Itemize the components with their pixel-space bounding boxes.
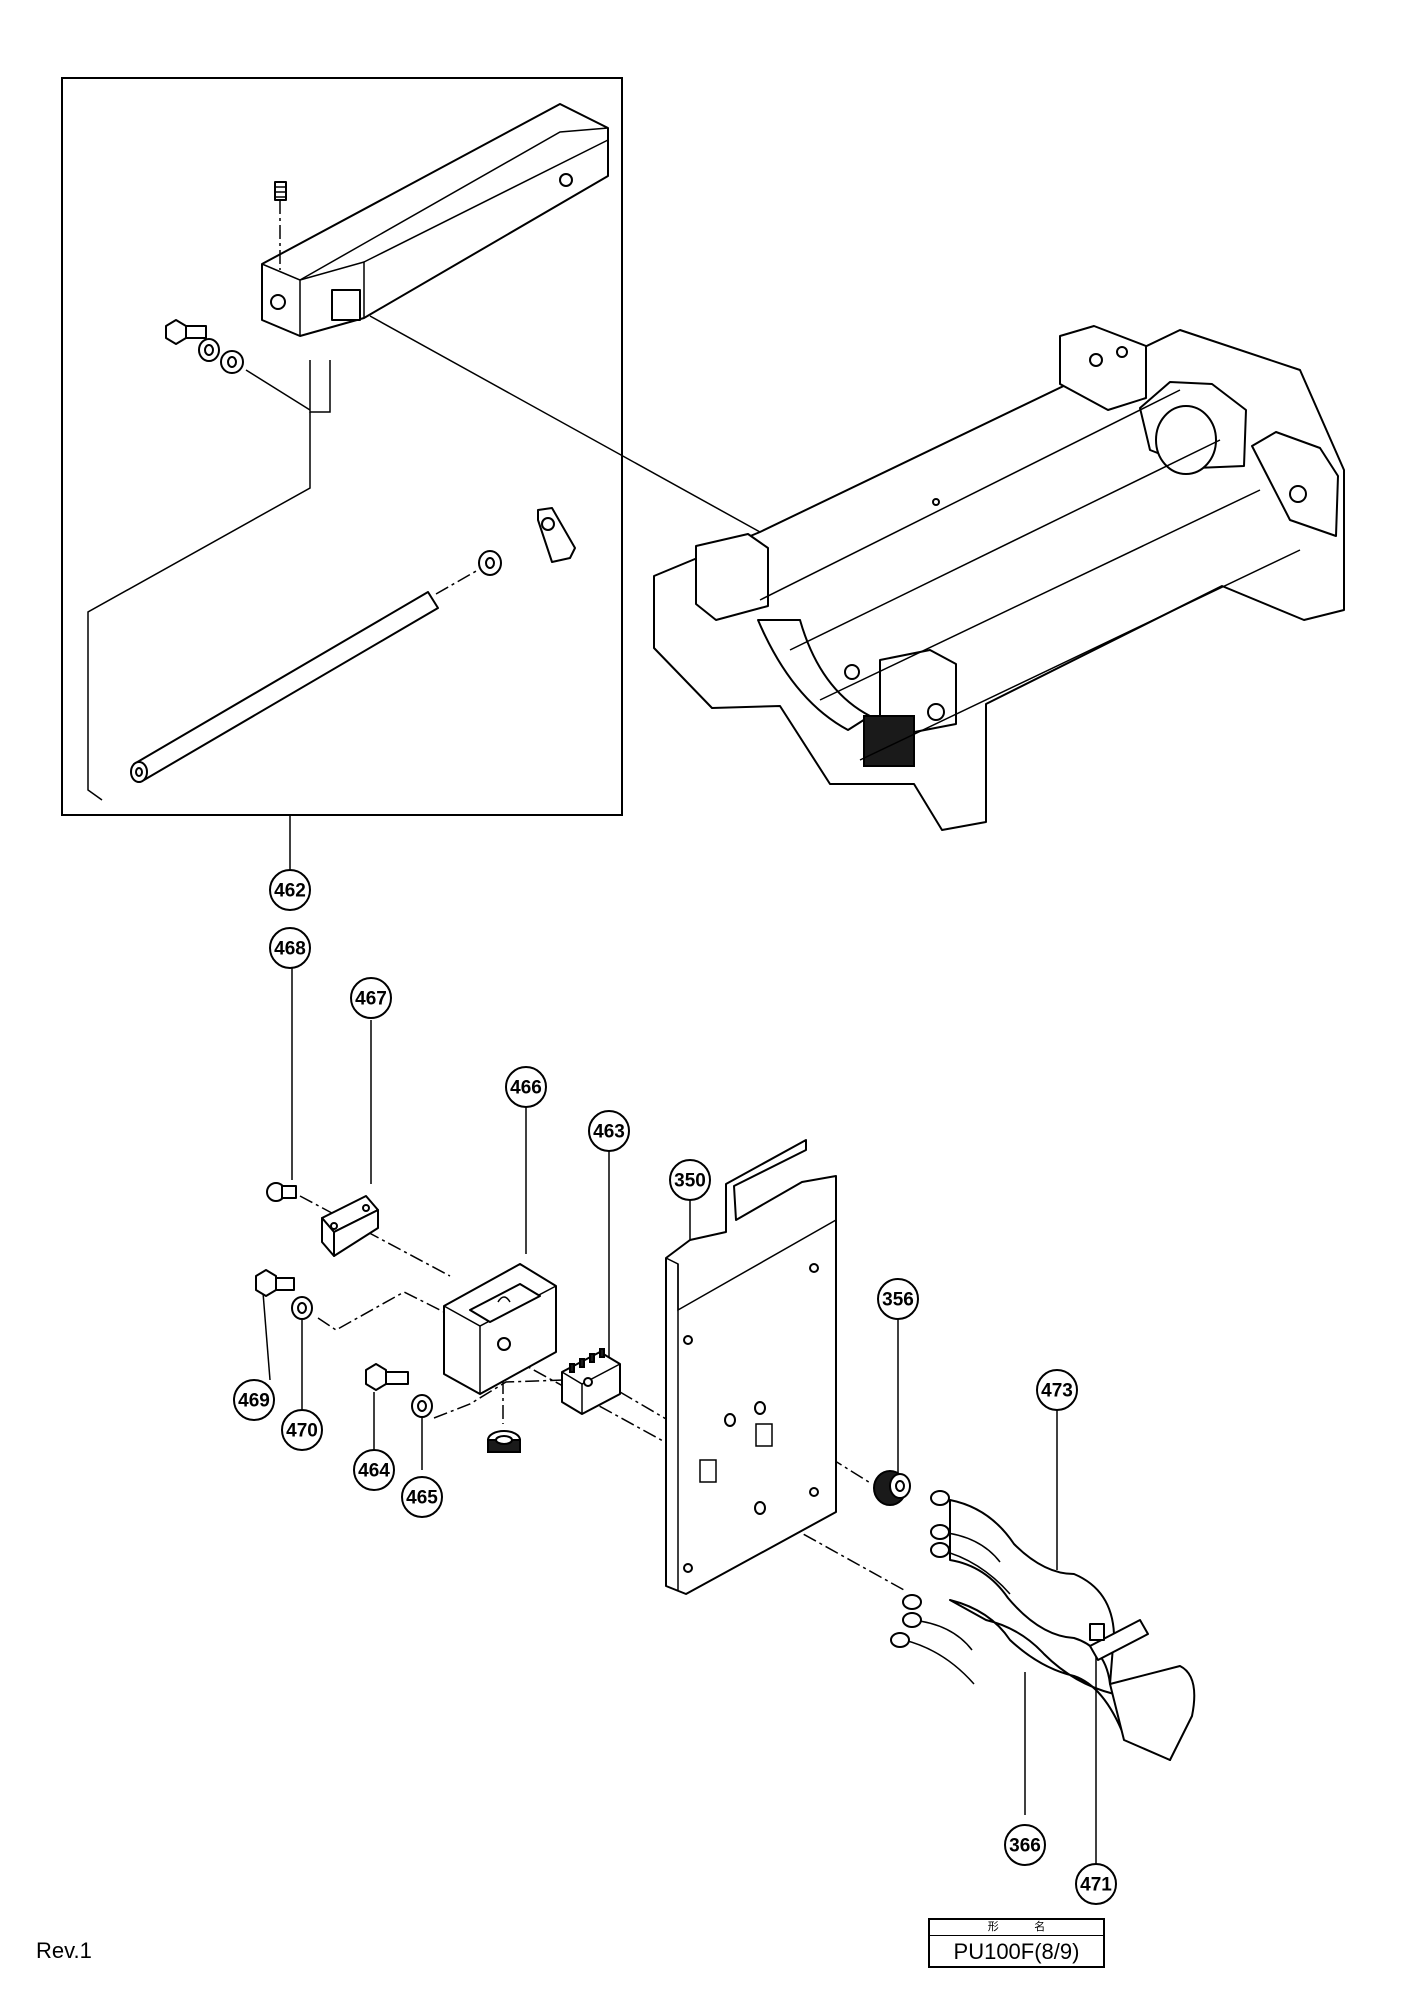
callout-356-number: 356 xyxy=(882,1290,914,1311)
set-screw xyxy=(274,181,287,270)
assembly-line-a xyxy=(299,1195,451,1277)
callout-464-number: 464 xyxy=(358,1461,390,1482)
callout-468: 468 xyxy=(269,927,311,969)
callout-463-number: 463 xyxy=(593,1122,625,1143)
callout-466: 466 xyxy=(505,1066,547,1108)
callout-469: 469 xyxy=(233,1379,275,1421)
model-name: PU100F(8/9) xyxy=(953,1939,1080,1964)
callout-462-circle xyxy=(269,869,311,911)
callout-470-number: 470 xyxy=(286,1421,318,1442)
bolt-washer-set-upper xyxy=(165,319,311,411)
bolt-464 xyxy=(365,1363,409,1391)
cable-473 xyxy=(930,1490,1115,1685)
callout-463-circle xyxy=(588,1110,630,1152)
callout-350-number: 350 xyxy=(674,1171,706,1192)
callout-462-number: 462 xyxy=(274,881,306,902)
revision-label: Rev.1 xyxy=(36,1938,92,1963)
leader-bracket xyxy=(309,360,331,413)
leader-rail-base xyxy=(369,315,761,533)
callout-469-circle xyxy=(233,1379,275,1421)
bolt-469 xyxy=(255,1269,295,1297)
callout-366-number: 366 xyxy=(1009,1836,1041,1857)
callout-468-circle xyxy=(269,927,311,969)
callout-470-circle xyxy=(281,1409,323,1451)
callout-356-circle xyxy=(877,1278,919,1320)
callout-468-number: 468 xyxy=(274,939,306,960)
assembly-line-c xyxy=(433,1379,565,1419)
callout-473: 473 xyxy=(1036,1369,1078,1411)
leader-469 xyxy=(261,1279,271,1381)
callout-471-number: 471 xyxy=(1080,1875,1112,1896)
callout-467: 467 xyxy=(350,977,392,1019)
callout-465-circle xyxy=(401,1476,443,1518)
small-grommet xyxy=(487,1430,521,1453)
callout-463: 463 xyxy=(588,1110,630,1152)
model-box-header-right: 名 xyxy=(1034,1921,1046,1933)
callout-473-number: 473 xyxy=(1041,1381,1073,1402)
callout-473-circle xyxy=(1036,1369,1078,1411)
callout-467-number: 467 xyxy=(355,989,387,1010)
cable-tie xyxy=(1089,1619,1149,1661)
model-box-header: 形 名 xyxy=(930,1920,1103,1936)
callout-464: 464 xyxy=(353,1449,395,1491)
grommet-356 xyxy=(873,1470,911,1506)
callout-465-number: 465 xyxy=(406,1488,438,1509)
assembly-line-b xyxy=(317,1291,445,1331)
callout-350-circle xyxy=(669,1159,711,1201)
small-screw xyxy=(266,1182,297,1202)
callout-466-number: 466 xyxy=(510,1078,542,1099)
model-box-header-left: 形 xyxy=(987,1921,999,1933)
terminal-block xyxy=(561,1348,621,1415)
model-name-box: 形 名 PU100F(8/9) xyxy=(928,1918,1105,1968)
callout-465: 465 xyxy=(401,1476,443,1518)
leader-shaft xyxy=(87,412,311,801)
rail-block xyxy=(261,103,609,337)
callout-466-circle xyxy=(505,1066,547,1108)
callout-471-circle xyxy=(1075,1863,1117,1905)
callout-366: 366 xyxy=(1004,1824,1046,1866)
assembly-frame xyxy=(61,77,623,816)
shaft-washer xyxy=(478,550,502,576)
mounting-plate xyxy=(665,1139,837,1595)
callout-471: 471 xyxy=(1075,1863,1117,1905)
base-casting xyxy=(653,325,1345,831)
retaining-clip xyxy=(537,507,576,563)
callout-469-number: 469 xyxy=(238,1391,270,1412)
callout-470: 470 xyxy=(281,1409,323,1451)
shaft-axis xyxy=(435,569,479,595)
callout-464-circle xyxy=(353,1449,395,1491)
terminal-cover-box xyxy=(443,1263,557,1395)
washer-470 xyxy=(291,1296,313,1320)
callout-467-circle xyxy=(350,977,392,1019)
callout-356: 356 xyxy=(877,1278,919,1320)
cable-bundle-end xyxy=(1109,1665,1196,1761)
callout-366-circle xyxy=(1004,1824,1046,1866)
washer-465 xyxy=(411,1394,433,1418)
small-plate xyxy=(321,1195,379,1257)
callout-462: 462 xyxy=(269,869,311,911)
callout-350: 350 xyxy=(669,1159,711,1201)
long-shaft xyxy=(130,591,439,783)
